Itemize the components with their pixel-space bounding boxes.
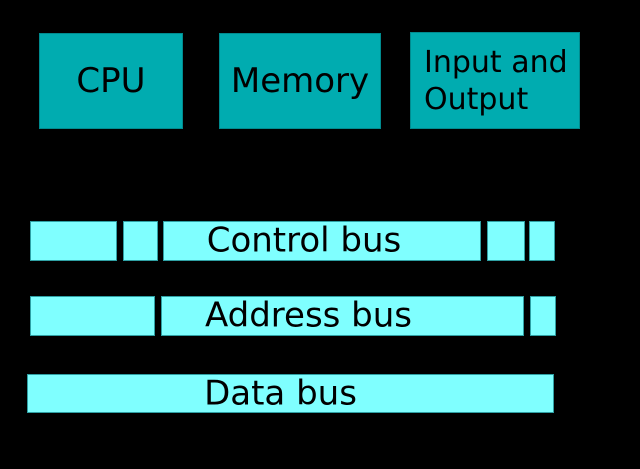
- address-bus-bar: Address bus: [161, 296, 524, 336]
- input-output-label-line2: Output: [424, 81, 529, 117]
- cpu-box: CPU: [39, 33, 183, 129]
- address-bus-segment-left: [30, 296, 155, 336]
- memory-box: Memory: [219, 33, 381, 129]
- memory-label: Memory: [230, 61, 370, 101]
- address-bus-label: Address bus: [204, 295, 413, 336]
- control-bus-segment-right-end: [529, 221, 555, 261]
- control-bus-bar: Control bus: [163, 221, 481, 261]
- data-bus-label: Data bus: [204, 372, 357, 413]
- data-bus-bar: Data bus: [27, 374, 554, 413]
- control-bus-segment-small: [123, 221, 158, 261]
- input-output-box: Input and Output: [410, 32, 580, 129]
- control-bus-segment-right: [487, 221, 525, 261]
- cpu-label: CPU: [76, 61, 146, 101]
- control-bus-segment-left: [30, 221, 117, 261]
- input-output-label-line1: Input and: [424, 44, 568, 80]
- control-bus-label: Control bus: [206, 220, 402, 261]
- address-bus-segment-right-end: [530, 296, 556, 336]
